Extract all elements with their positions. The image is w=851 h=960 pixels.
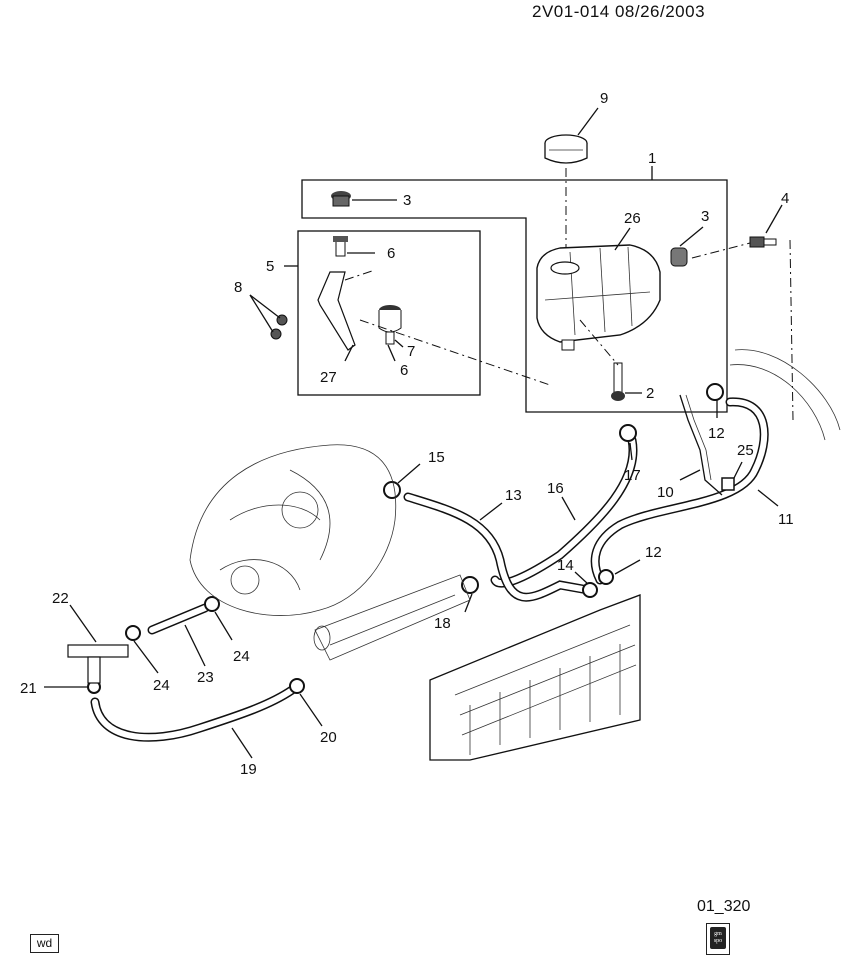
clamp-17 [619, 424, 637, 442]
wd-tag: wd [30, 934, 59, 953]
hose-11 [590, 397, 769, 585]
callout-13: 13 [505, 487, 522, 504]
callout-4: 4 [781, 190, 789, 207]
bracket-assembly-outline [297, 230, 481, 396]
body-panel [734, 349, 841, 431]
grommet-right [670, 247, 688, 267]
callout-10: 10 [657, 484, 674, 501]
callout-23: 23 [197, 669, 214, 686]
clamp-14 [582, 582, 598, 598]
callout-18: 18 [434, 615, 451, 632]
tee-fitting [67, 644, 129, 684]
radiator [429, 594, 641, 761]
clamp-15 [383, 481, 401, 499]
bracket [317, 271, 356, 351]
coolant-reservoir [536, 244, 661, 351]
callout-11: 11 [778, 511, 794, 528]
level-sensor [613, 362, 623, 396]
callout-27: 27 [320, 369, 337, 386]
clamp-25 [721, 477, 735, 491]
callout-26: 26 [624, 210, 641, 227]
callout-20: 20 [320, 729, 337, 746]
stud-6 [333, 236, 348, 257]
reservoir-assembly-outline [301, 179, 728, 413]
callout-24-right: 24 [233, 648, 250, 665]
callout-6-lower: 6 [400, 362, 408, 379]
figure-code: 01_320 [697, 898, 751, 915]
grommet-upper [331, 191, 351, 207]
callout-21: 21 [20, 680, 37, 697]
bolt-4 [749, 236, 777, 248]
clamp-20 [289, 678, 305, 694]
hose-19 [90, 685, 297, 742]
bolts-8 [270, 314, 288, 340]
callout-14: 14 [557, 557, 574, 574]
engine [189, 444, 471, 661]
clamp-24-right [204, 596, 220, 612]
clamp-12-upper [706, 383, 724, 401]
clamp-12-lower [598, 569, 614, 585]
callout-22: 22 [52, 590, 69, 607]
callout-1: 1 [648, 150, 656, 167]
callout-25: 25 [737, 442, 754, 459]
callout-6-upper: 6 [387, 245, 395, 262]
callout-5: 5 [266, 258, 274, 275]
document-id: 2V01-014 08/26/2003 [532, 2, 706, 21]
callout-8: 8 [234, 279, 242, 296]
clamp-24-left [125, 625, 141, 641]
callout-12-lower: 12 [645, 544, 662, 561]
callout-17: 17 [624, 467, 641, 484]
callout-15: 15 [428, 449, 445, 466]
hose-23 [147, 603, 210, 635]
callout-3-right: 3 [701, 208, 709, 225]
callout-2: 2 [646, 385, 654, 402]
callout-3-upper: 3 [403, 192, 411, 209]
callout-16: 16 [547, 480, 564, 497]
pipe-10 [679, 394, 723, 496]
callout-24-left: 24 [153, 677, 170, 694]
callout-12-upper: 12 [708, 425, 725, 442]
callout-7: 7 [407, 343, 415, 360]
hose-13 [403, 492, 593, 602]
reservoir-cap [544, 134, 588, 164]
mount-7 [378, 305, 402, 345]
callout-9: 9 [600, 90, 608, 107]
callout-19: 19 [240, 761, 257, 778]
